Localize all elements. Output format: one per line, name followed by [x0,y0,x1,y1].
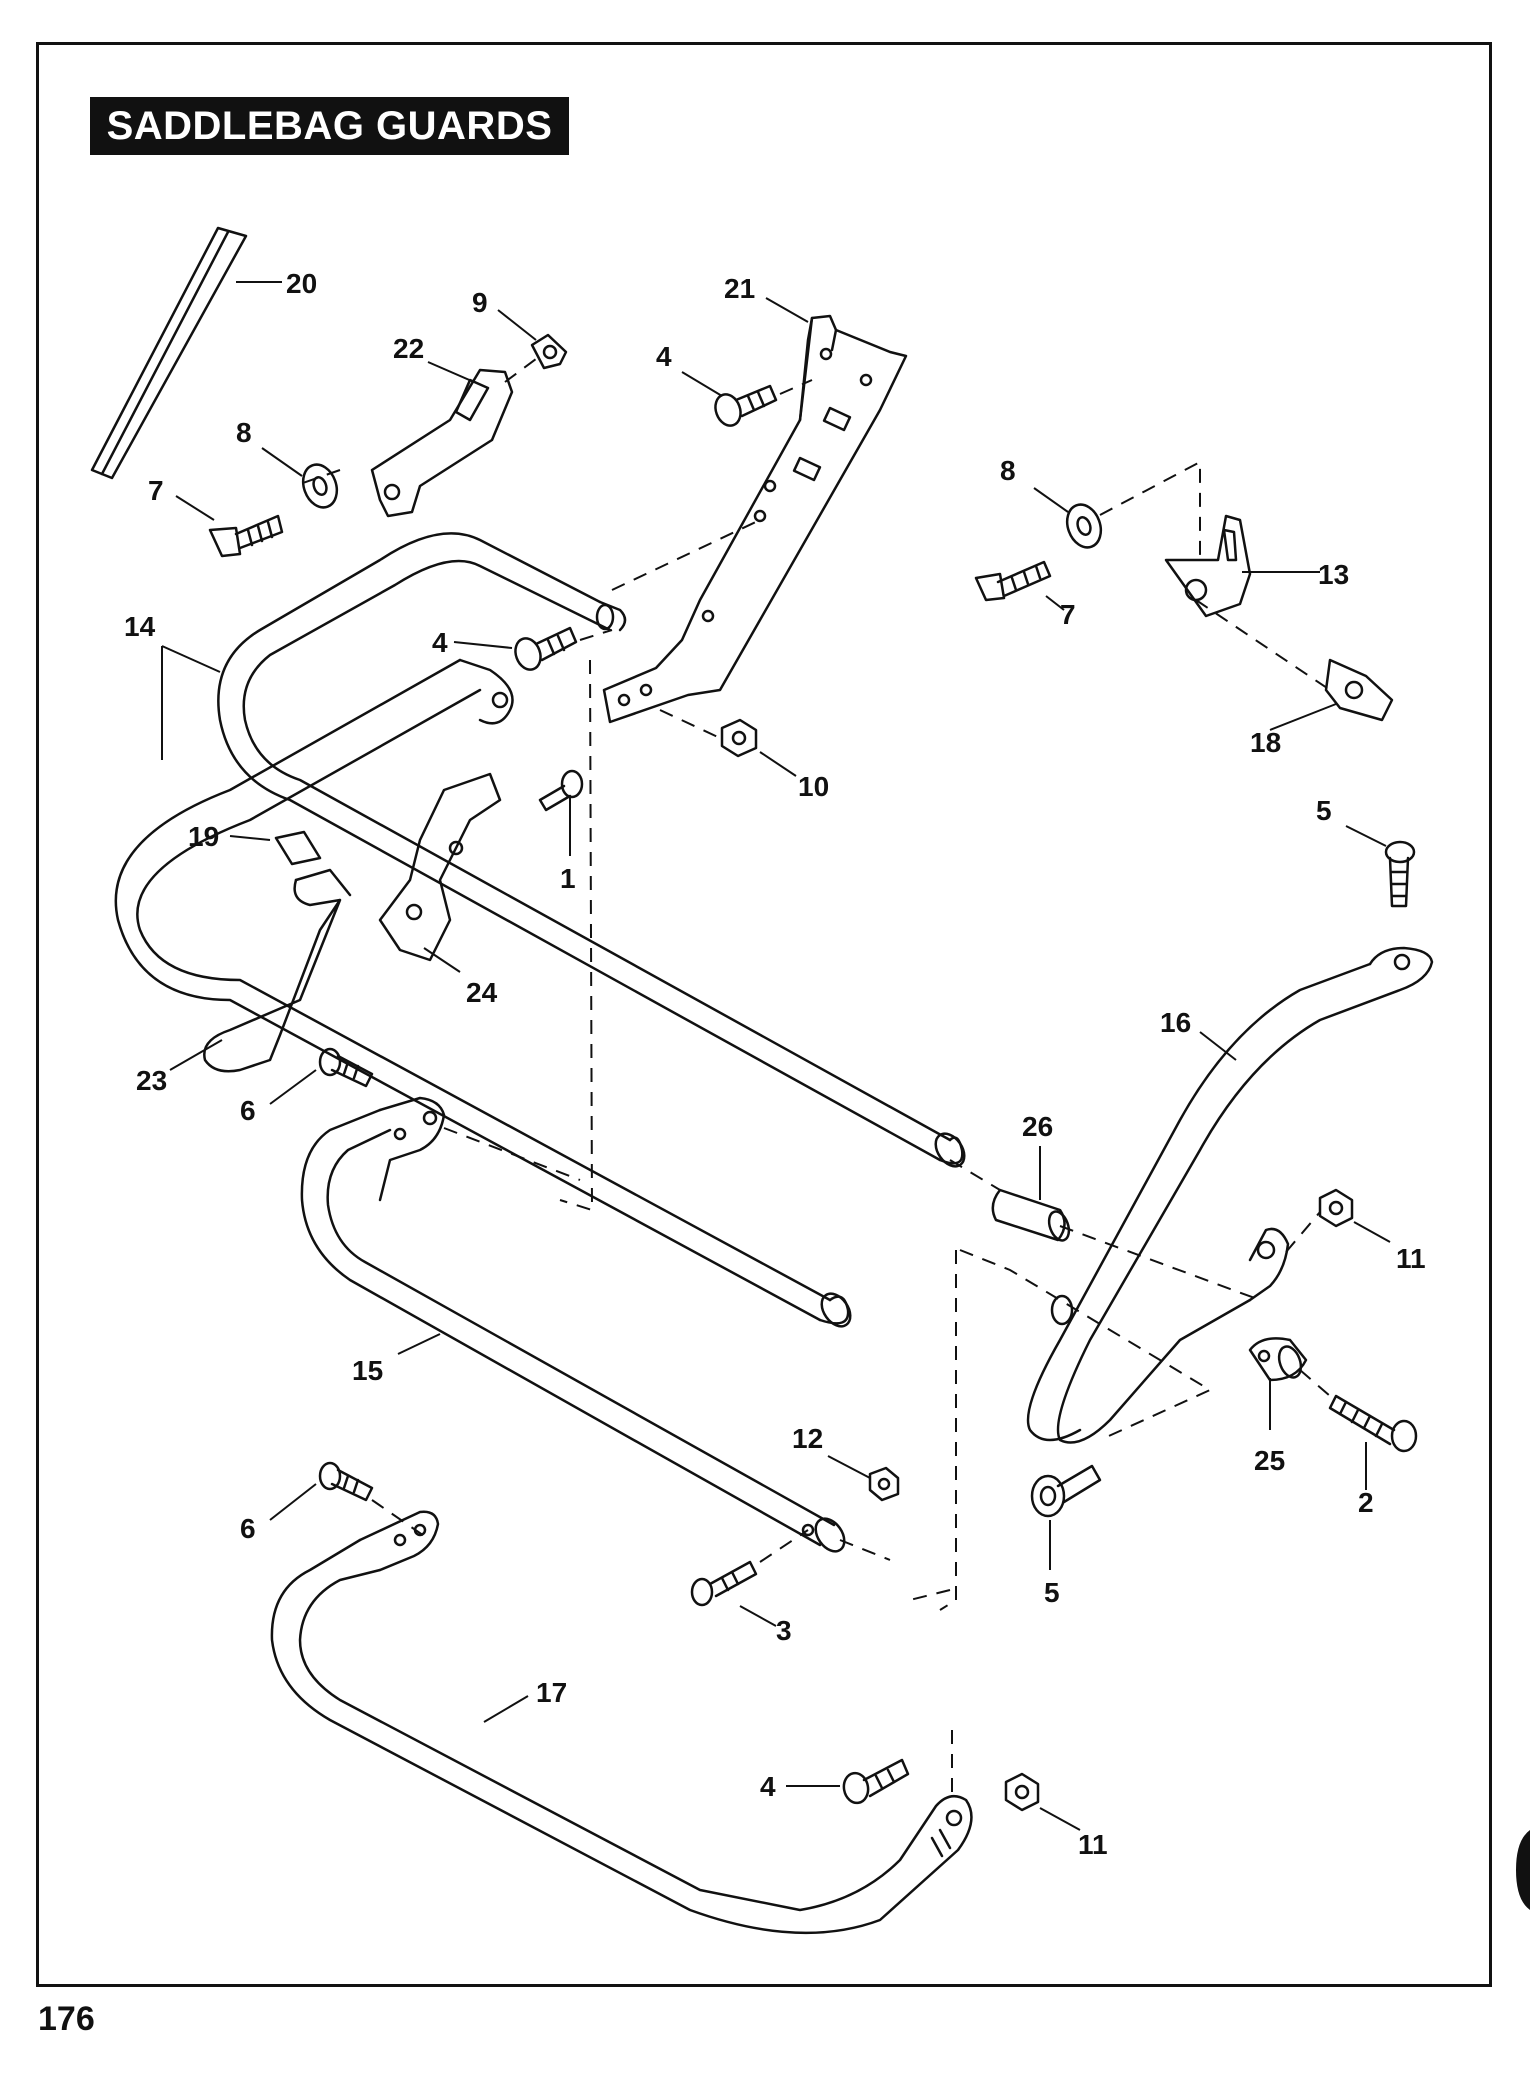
part-24-clamp [378,772,502,962]
part-9-clip-nut [530,333,568,370]
callout-labels: 20 9 22 8 7 21 4 4 14 19 1 10 24 23 6 8 … [124,268,1426,1860]
part-4-screw-top [714,384,778,427]
part-11-nut-upper [1318,1188,1354,1228]
part-6-screw-lower [318,1461,374,1502]
part-12-nut [868,1466,900,1502]
part-7-bolt-right [974,560,1052,602]
part-10-nut [720,718,758,758]
part-18-nut-plate [1324,658,1394,722]
callout-8-left: 8 [236,417,252,448]
part-25-spacer [1248,1337,1308,1382]
part-13-bracket [1164,514,1252,618]
callout-7-left: 7 [148,475,164,506]
callout-20: 20 [286,268,317,299]
page-edge-tab [1516,1830,1530,1910]
callout-6-upper: 6 [240,1095,256,1126]
callout-4-lower: 4 [760,1771,776,1802]
callout-6-lower: 6 [240,1513,256,1544]
part-5-bolt-upper [1384,840,1416,908]
part-22-bracket [370,368,514,518]
part-4-screw-lower [842,1758,910,1805]
callout-17: 17 [536,1677,567,1708]
part-23-arm [203,868,352,1073]
callout-22: 22 [393,333,424,364]
callout-5-upper: 5 [1316,795,1332,826]
part-8-washer-left [301,463,339,509]
part-3-screw [690,1560,758,1607]
part-2-bolt [1328,1394,1418,1453]
leader-lines [161,281,1391,1831]
part-7-bolt-left [208,514,284,558]
callout-25: 25 [1254,1445,1285,1476]
part-4-screw-mid [514,626,578,671]
callout-2: 2 [1358,1487,1374,1518]
diagram-frame [36,42,1492,1987]
callout-26: 26 [1022,1111,1053,1142]
part-16-side-guard [1026,946,1434,1444]
part-14-guard-upper [114,532,966,1328]
part-26-spacer [991,1188,1071,1242]
page-title: SADDLEBAG GUARDS [90,97,569,155]
part-1-screw [538,769,584,812]
part-6-screw-upper [318,1047,374,1088]
part-17-bottom-guard [270,1510,973,1935]
callout-5-lower: 5 [1044,1577,1060,1608]
callout-21: 21 [724,273,755,304]
callout-1: 1 [560,863,576,894]
callout-18: 18 [1250,727,1281,758]
callout-7-right: 7 [1060,599,1076,630]
callout-14: 14 [124,611,156,642]
callout-3: 3 [776,1615,792,1646]
part-8-washer-right [1065,503,1103,549]
callout-23: 23 [136,1065,167,1096]
page-number: 176 [38,2000,95,2038]
part-21-mount-bracket [602,314,908,724]
part-15-guard-lower [300,1096,846,1553]
callout-24: 24 [466,977,498,1008]
callout-16: 16 [1160,1007,1191,1038]
part-11-nut-lower [1004,1772,1040,1812]
callout-12: 12 [792,1423,823,1454]
callout-19: 19 [188,821,219,852]
assembly-lines [299,355,1331,1800]
part-5-bolt-lower [1030,1464,1102,1518]
callout-10: 10 [798,771,829,802]
callout-11-lower: 11 [1078,1829,1108,1860]
callout-15: 15 [352,1355,383,1386]
callout-4-top: 4 [656,341,672,372]
callout-13: 13 [1318,559,1349,590]
callout-4-mid: 4 [432,627,448,658]
part-20-strip [90,226,248,480]
callout-11-upper: 11 [1396,1243,1426,1274]
callout-9: 9 [472,287,488,318]
callout-8-right: 8 [1000,455,1016,486]
part-19-pad [274,830,322,866]
